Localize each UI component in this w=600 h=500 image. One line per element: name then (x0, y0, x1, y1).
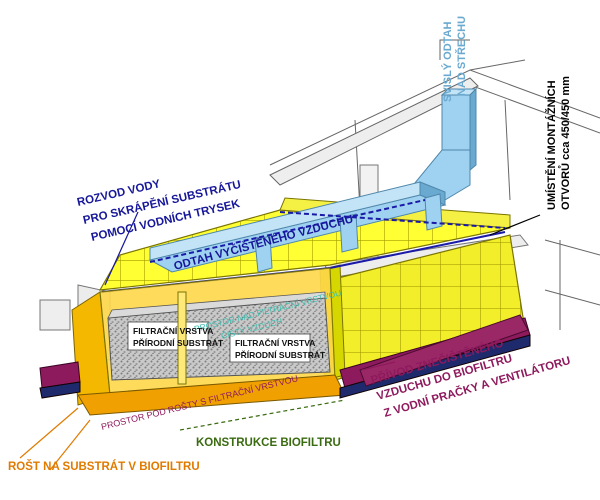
biofilter-front-cutaway (71, 267, 346, 416)
label-filter-right: FILTRAČNÍ VRSTVA PŘÍRODNÍ SUBSTRÁT (235, 337, 326, 360)
inlet-duct (359, 314, 529, 387)
label-construction: KONSTRUKCE BIOFILTRU (196, 437, 341, 449)
filter-left-line2: PŘÍRODNÍ SUBSTRÁT (133, 337, 224, 348)
label-mounting-openings: UMÍSTĚNÍ MONTÁŽNÍCH OTVORŮ cca 450/450 m… (545, 76, 572, 210)
filter-left-line1: FILTRAČNÍ VRSTVA (133, 325, 213, 336)
leader-lines (19, 211, 541, 471)
label-filter-left: FILTRAČNÍ VRSTVA PŘÍRODNÍ SUBSTRÁT (133, 325, 224, 348)
label-grate: ROŠT NA SUBSTRÁT V BIOFILTRU (8, 460, 200, 473)
clean-air-duct (148, 181, 447, 273)
mount-label-line1: UMÍSTĚNÍ MONTÁŽNÍCH (545, 80, 558, 210)
mount-label-line2: OTVORŮ cca 450/450 mm (558, 76, 572, 210)
filter-right-line2: PŘÍRODNÍ SUBSTRÁT (235, 349, 326, 360)
vertical-label-line1: SVISLÝ ODTAH (441, 21, 454, 102)
label-vertical-exhaust: SVISLÝ ODTAH NAD STŘECHU (441, 16, 468, 102)
filter-right-line1: FILTRAČNÍ VRSTVA (235, 337, 315, 348)
vertical-label-line2: NAD STŘECHU (455, 16, 468, 96)
